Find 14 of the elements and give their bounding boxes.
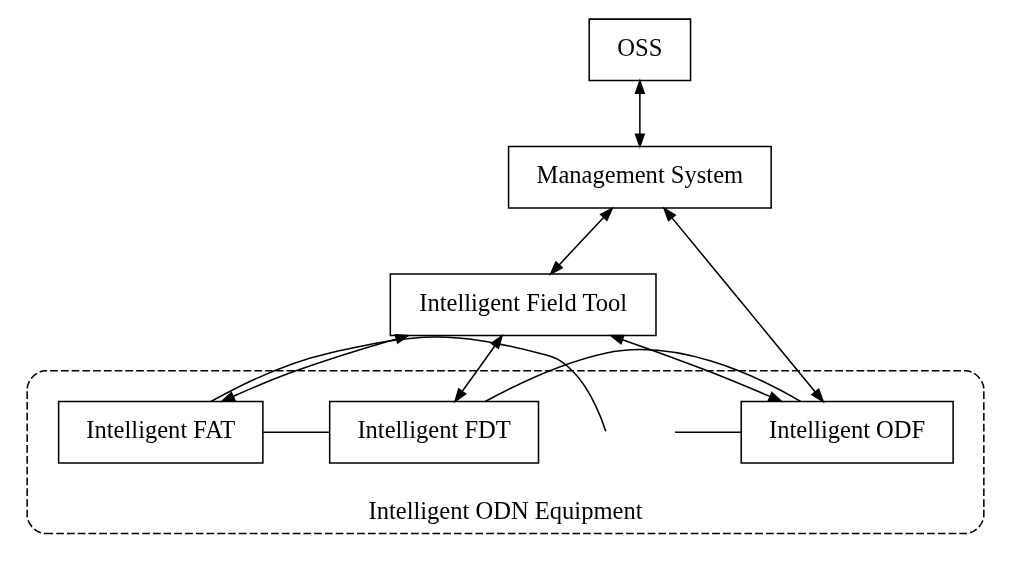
arrow: [662, 206, 825, 404]
node-box: Intelligent FDT: [328, 400, 540, 464]
node-box: Intelligent Field Tool: [389, 273, 657, 337]
connector: [210, 336, 607, 432]
connector: [674, 431, 742, 433]
node-box: Intelligent ODF: [740, 400, 954, 464]
arrow: [634, 78, 646, 149]
arrow: [608, 334, 784, 403]
connector: [484, 348, 802, 403]
node-box: Management System: [507, 145, 772, 209]
node-box: Intelligent FAT: [57, 400, 264, 464]
arrow: [549, 206, 614, 276]
node-box: OSS: [588, 18, 692, 82]
connector: [262, 431, 331, 433]
